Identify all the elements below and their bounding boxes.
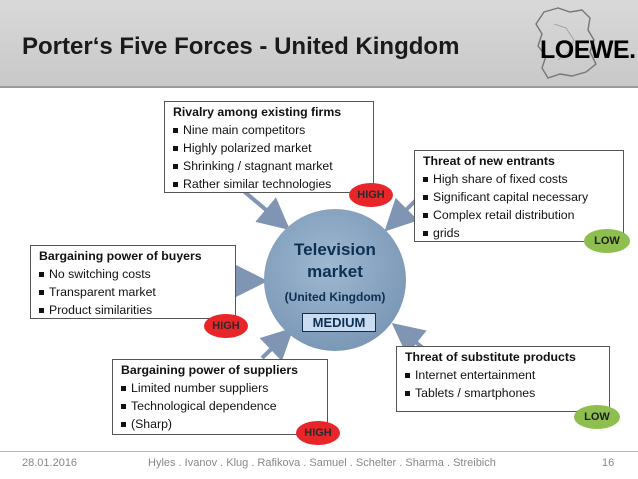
buyers-box: Bargaining power of buyers No switching … xyxy=(30,245,236,319)
buyers-title: Bargaining power of buyers xyxy=(39,249,202,263)
buyers-rating-badge: HIGH xyxy=(204,314,248,338)
footer-divider xyxy=(0,451,638,452)
list-item-continuation: grids xyxy=(423,224,617,242)
list-item: Highly polarized market xyxy=(173,139,367,157)
list-item: No switching costs xyxy=(39,265,229,283)
list-item-continuation: (Sharp) xyxy=(121,415,321,433)
list-item: High share of fixed costs xyxy=(423,170,617,188)
substitutes-title: Threat of substitute products xyxy=(405,350,576,364)
slide-title: Porter‘s Five Forces - United Kingdom xyxy=(22,33,460,60)
suppliers-box: Bargaining power of suppliers Limited nu… xyxy=(112,359,328,435)
arrow-suppliers xyxy=(259,327,294,362)
center-line-1: Television xyxy=(294,240,376,259)
loewe-logo: LOEWE. xyxy=(540,36,636,64)
list-item: Technological dependence xyxy=(121,397,321,415)
list-item: Shrinking / stagnant market xyxy=(173,157,367,175)
overall-rating-badge: MEDIUM xyxy=(302,313,376,332)
list-item: Significant capital necessary xyxy=(423,188,617,206)
substitutes-box: Threat of substitute products Internet e… xyxy=(396,346,610,412)
substitutes-rating-badge: LOW xyxy=(574,405,620,429)
center-subtitle: (United Kingdom) xyxy=(284,290,386,304)
footer-authors: Hyles . Ivanov . Klug . Rafikova . Samue… xyxy=(148,457,496,469)
arrow-rivalry xyxy=(238,186,291,231)
list-item: Transparent market xyxy=(39,283,229,301)
center-line-2: market xyxy=(307,262,363,281)
suppliers-rating-badge: HIGH xyxy=(296,421,340,445)
list-item: Nine main competitors xyxy=(173,121,367,139)
new-entrants-box: Threat of new entrants High share of fix… xyxy=(414,150,624,242)
arrow-new-entrants xyxy=(384,196,420,232)
rivalry-box: Rivalry among existing firms Nine main c… xyxy=(164,101,374,193)
list-item: Limited number suppliers xyxy=(121,379,321,397)
suppliers-title: Bargaining power of suppliers xyxy=(121,363,298,377)
list-item: Internet entertainment xyxy=(405,366,603,384)
page-number: 16 xyxy=(602,457,615,469)
rivalry-title: Rivalry among existing firms xyxy=(173,105,342,119)
list-item: Rather similar technologies xyxy=(173,175,367,193)
germany-map-icon xyxy=(535,7,597,79)
footer-date: 28.01.2016 xyxy=(22,457,78,469)
rivalry-rating-badge: HIGH xyxy=(349,183,393,207)
new-entrants-title: Threat of new entrants xyxy=(423,154,555,168)
list-item: Product similarities xyxy=(39,301,229,319)
slide-header: Porter‘s Five Forces - United Kingdom LO… xyxy=(0,0,638,88)
new-entrants-rating-badge: LOW xyxy=(584,229,630,253)
list-item: Complex retail distribution xyxy=(423,206,617,224)
list-item: Tablets / smartphones xyxy=(405,384,603,402)
